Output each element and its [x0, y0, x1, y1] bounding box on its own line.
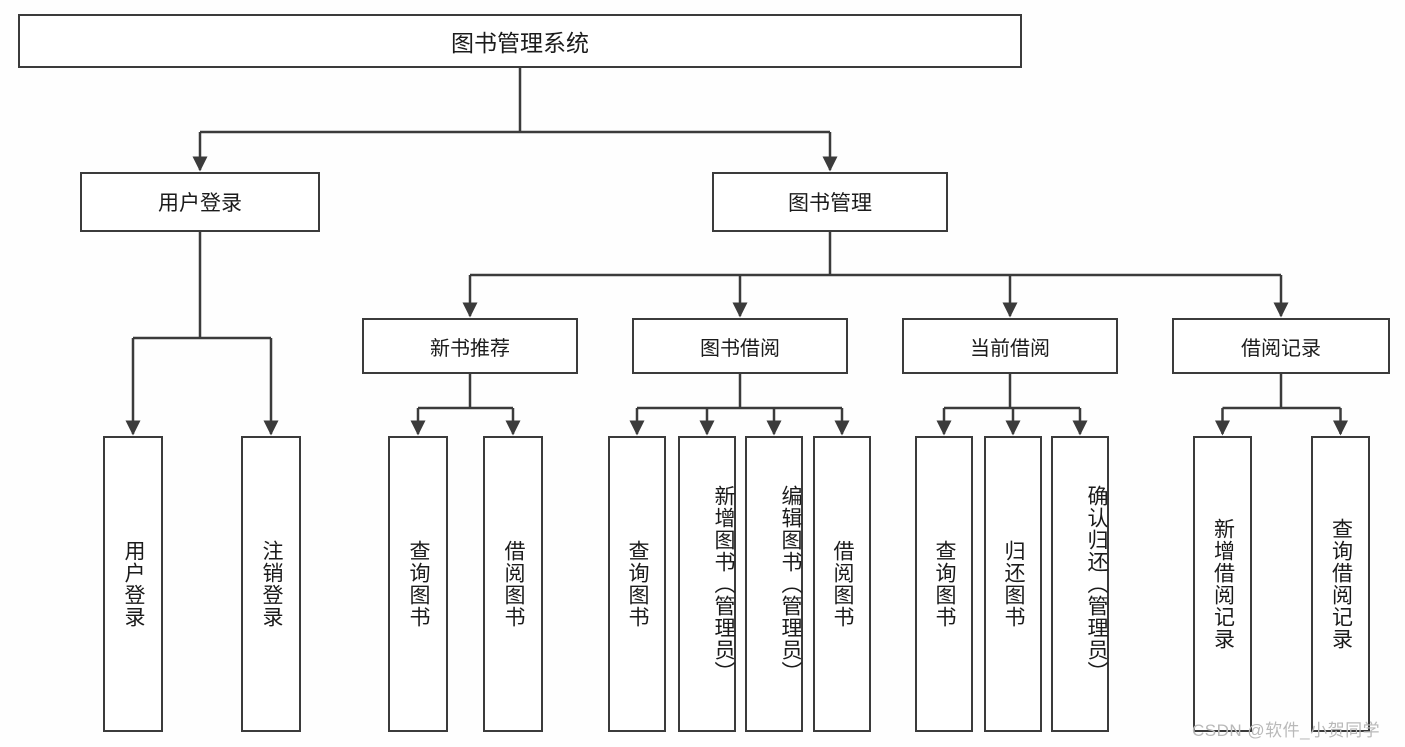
node-user-login[interactable]: 用户登录 — [80, 172, 320, 232]
node-book-manage-label: 图书管理 — [788, 192, 872, 215]
node-leaf-return-book[interactable]: 归还图书 — [984, 436, 1042, 732]
node-new-book-recommend-label: 新书推荐 — [430, 337, 510, 360]
node-leaf-label: 编辑图书（管理员） — [779, 485, 802, 683]
node-leaf-query-book-rec[interactable]: 查询图书 — [388, 436, 448, 732]
node-leaf-query-book-cur[interactable]: 查询图书 — [915, 436, 973, 732]
node-leaf-confirm-return[interactable]: 确认归还（管理员） — [1051, 436, 1109, 732]
node-new-book-recommend[interactable]: 新书推荐 — [362, 318, 578, 374]
node-leaf-label: 借阅图书 — [502, 540, 526, 628]
edge-group — [125, 68, 1348, 436]
node-leaf-label: 确认归还（管理员） — [1085, 485, 1108, 683]
node-user-login-label: 用户登录 — [158, 192, 242, 215]
node-leaf-query-book-borrow[interactable]: 查询图书 — [608, 436, 666, 732]
node-book-manage[interactable]: 图书管理 — [712, 172, 948, 232]
node-leaf-edit-book[interactable]: 编辑图书（管理员） — [745, 436, 803, 732]
node-borrow-record-label: 借阅记录 — [1241, 337, 1321, 360]
node-leaf-label: 查询图书 — [407, 540, 431, 628]
node-root-label: 图书管理系统 — [451, 30, 589, 56]
node-leaf-borrow-book-rec[interactable]: 借阅图书 — [483, 436, 543, 732]
node-leaf-label: 归还图书 — [1002, 540, 1026, 628]
node-current-borrow-label: 当前借阅 — [970, 337, 1050, 360]
node-leaf-label: 借阅图书 — [831, 540, 855, 628]
node-leaf-label: 用户登录 — [122, 540, 146, 628]
node-leaf-label: 注销登录 — [260, 540, 284, 628]
node-leaf-borrow-book[interactable]: 借阅图书 — [813, 436, 871, 732]
node-leaf-add-book[interactable]: 新增图书（管理员） — [678, 436, 736, 732]
node-leaf-add-record[interactable]: 新增借阅记录 — [1193, 436, 1252, 732]
node-leaf-label: 新增图书（管理员） — [712, 485, 735, 683]
node-leaf-label: 查询图书 — [626, 540, 650, 628]
node-book-borrow-label: 图书借阅 — [700, 337, 780, 360]
node-current-borrow[interactable]: 当前借阅 — [902, 318, 1118, 374]
node-leaf-label: 新增借阅记录 — [1211, 518, 1235, 650]
node-leaf-label: 查询借阅记录 — [1329, 518, 1353, 650]
node-leaf-query-record[interactable]: 查询借阅记录 — [1311, 436, 1370, 732]
node-root-system[interactable]: 图书管理系统 — [18, 14, 1022, 68]
node-leaf-logout[interactable]: 注销登录 — [241, 436, 301, 732]
node-leaf-user-login[interactable]: 用户登录 — [103, 436, 163, 732]
node-book-borrow[interactable]: 图书借阅 — [632, 318, 848, 374]
node-leaf-label: 查询图书 — [933, 540, 957, 628]
node-borrow-record[interactable]: 借阅记录 — [1172, 318, 1390, 374]
